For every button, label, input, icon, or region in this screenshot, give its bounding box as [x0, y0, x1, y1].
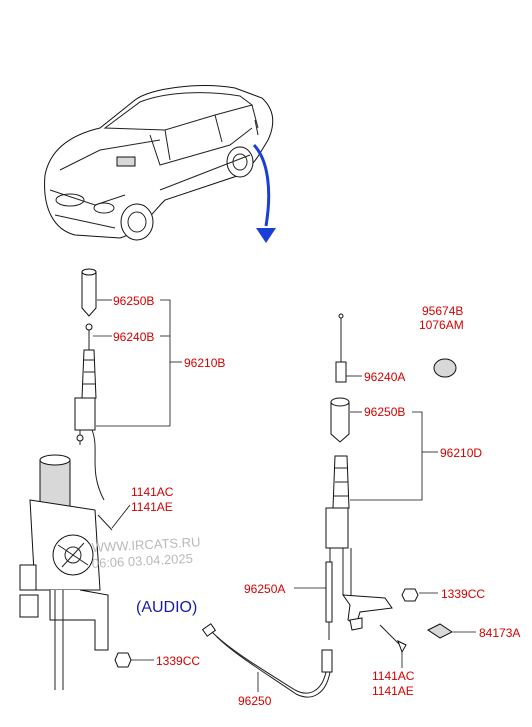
watermark-timestamp: 06:06 03.04.2025: [91, 551, 193, 571]
pointer-arrow: [252, 143, 271, 227]
audio-label: (AUDIO): [136, 599, 197, 616]
car-illustration: [44, 85, 276, 243]
callout-1076AM: 1076AM: [419, 318, 464, 332]
left-leader-lines: [93, 299, 182, 661]
callout-96250-audio: 96250: [238, 694, 272, 708]
callout-84173A: 84173A: [479, 626, 520, 640]
arrow-head-icon: [256, 228, 276, 243]
callout-96250A: 96250A: [244, 582, 285, 596]
callout-96210B: 96210B: [184, 356, 225, 370]
callout-96210D: 96210D: [440, 446, 482, 460]
right-antenna-assembly: [325, 313, 457, 654]
watermark-url: WWW.IRCATS.RU: [91, 534, 200, 555]
audio-cable: [201, 623, 333, 698]
callout-1141AC-left: 1141AC: [131, 485, 174, 499]
callout-96250B-left: 96250B: [113, 294, 154, 308]
callout-96250B-right: 96250B: [364, 405, 405, 419]
callout-1141AE-left: 1141AE: [131, 500, 173, 514]
callout-1141AE-right: 1141AE: [372, 684, 414, 698]
callout-1141AC-right: 1141AC: [372, 669, 415, 683]
left-antenna-assembly: [19, 268, 132, 690]
callout-1339CC-right: 1339CC: [441, 587, 485, 601]
callout-96240B: 96240B: [113, 330, 154, 344]
callout-1339CC-left: 1339CC: [156, 654, 200, 668]
callout-95674B: 95674B: [422, 304, 463, 318]
callout-96240A: 96240A: [364, 370, 405, 384]
right-leader-lines: [294, 375, 476, 668]
